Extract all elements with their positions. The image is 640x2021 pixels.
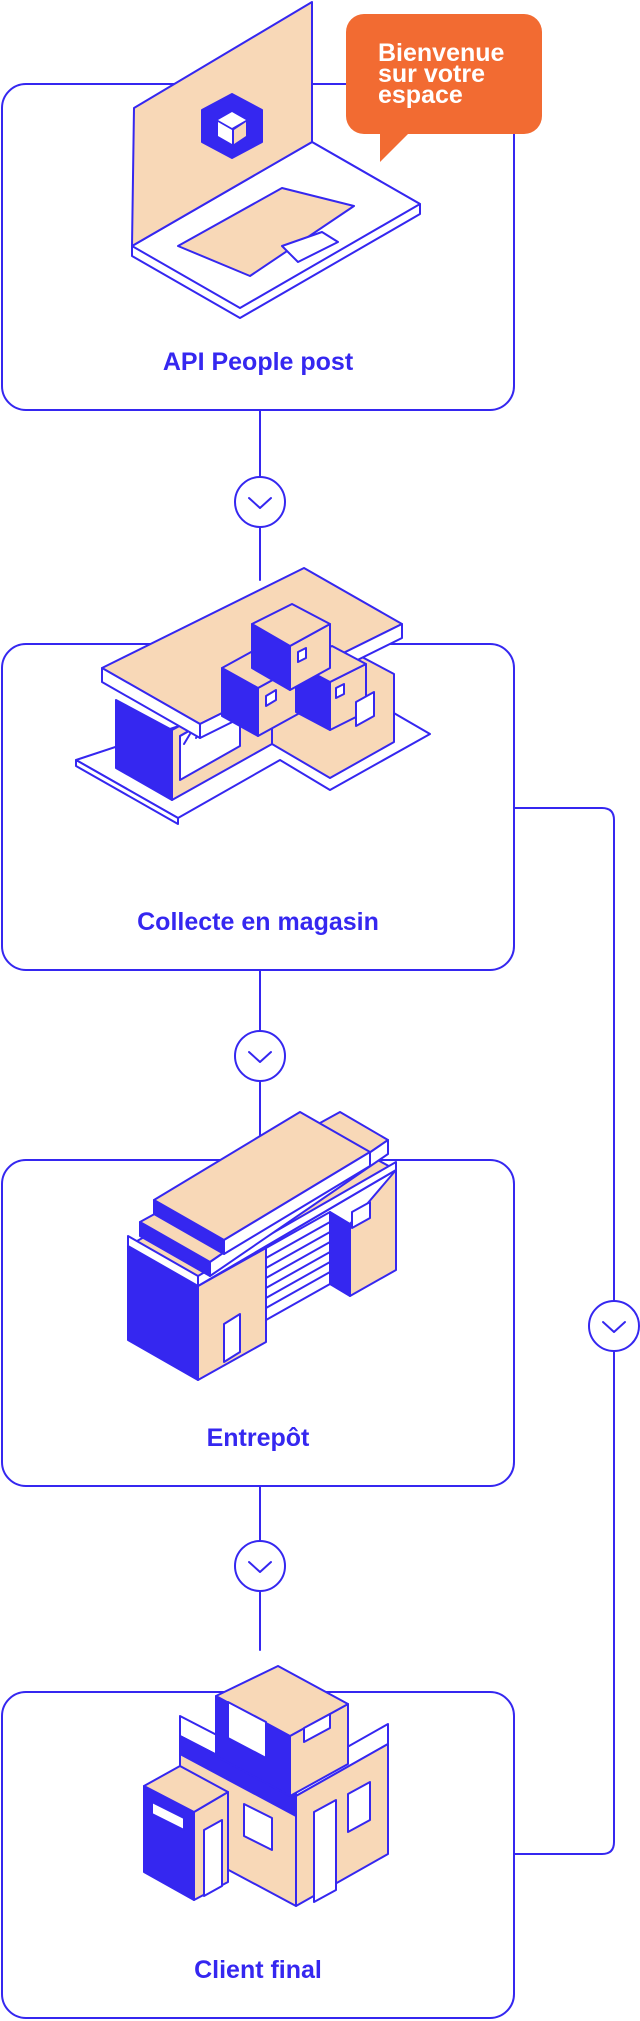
store-icon [75,567,431,825]
welcome-bubble: Bienvenue sur votre espace [346,14,542,162]
connector-3[interactable] [234,1540,286,1592]
step-label-entrepot: Entrepôt [207,1424,310,1452]
connector-2[interactable] [234,1030,286,1082]
bypass-connector[interactable] [588,1300,640,1352]
step-label-api: API People post [163,348,354,376]
step-label-client: Client final [194,1956,322,1984]
bubble-line-2: sur votre [378,60,485,88]
house-icon [143,1665,389,1907]
step-label-collecte: Collecte en magasin [137,908,379,936]
bubble-line-3: espace [378,81,463,109]
warehouse-icon [127,1111,397,1381]
laptop-icon [131,1,421,319]
chevron-down-icon [248,1051,272,1063]
chevron-down-icon [602,1321,626,1333]
chevron-down-icon [248,1561,272,1573]
connector-1[interactable] [234,476,286,528]
bubble-line-1: Bienvenue [378,39,505,67]
chevron-down-icon [248,497,272,509]
